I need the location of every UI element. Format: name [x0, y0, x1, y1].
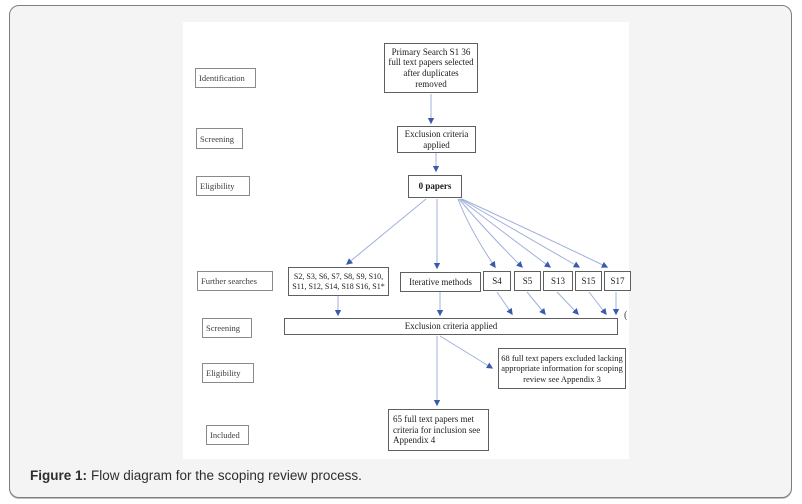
node-s17: S17 — [604, 271, 631, 291]
figure-caption-label: Figure 1: — [30, 468, 88, 483]
node-s4: S4 — [483, 271, 511, 291]
figure-caption-text: Flow diagram for the scoping review proc… — [91, 468, 362, 483]
node-met-65: 65 full text papers met criteria for inc… — [388, 409, 489, 451]
node-exclusion-criteria-2: Exclusion criteria applied — [284, 318, 618, 335]
node-iterative-methods: Iterative methods — [400, 272, 481, 292]
stage-label: Screening — [206, 323, 240, 333]
node-further-search-list: S2, S3, S6, S7, S8, S9, S10, S11, S12, S… — [288, 267, 389, 296]
figure-caption: Figure 1:Flow diagram for the scoping re… — [30, 468, 362, 483]
stage-screening-2: Screening — [202, 318, 252, 338]
stage-identification: Identification — [195, 68, 256, 88]
stage-label: Identification — [199, 73, 245, 83]
stage-label: Eligibility — [200, 181, 235, 191]
node-s13: S13 — [543, 271, 573, 291]
node-s5: S5 — [514, 271, 541, 291]
stage-included: Included — [206, 425, 249, 445]
node-s15: S15 — [575, 271, 602, 291]
stage-label: Further searches — [201, 276, 257, 286]
node-zero-papers: 0 papers — [408, 175, 462, 198]
stage-further-searches: Further searches — [197, 271, 273, 291]
stage-label: Eligibility — [206, 368, 241, 378]
stage-eligibility-1: Eligibility — [196, 176, 250, 196]
stage-eligibility-2: Eligibility — [202, 363, 254, 383]
stage-screening-1: Screening — [196, 128, 243, 149]
node-primary-search: Primary Search S1 36 full text papers se… — [384, 43, 478, 93]
node-excluded-68: 68 full text papers excluded lacking app… — [498, 348, 626, 389]
node-exclusion-criteria-1: Exclusion criteria applied — [397, 126, 476, 153]
stage-label: Screening — [200, 133, 234, 144]
stage-label: Included — [210, 430, 240, 440]
stray-parenthesis: ( — [624, 310, 628, 321]
